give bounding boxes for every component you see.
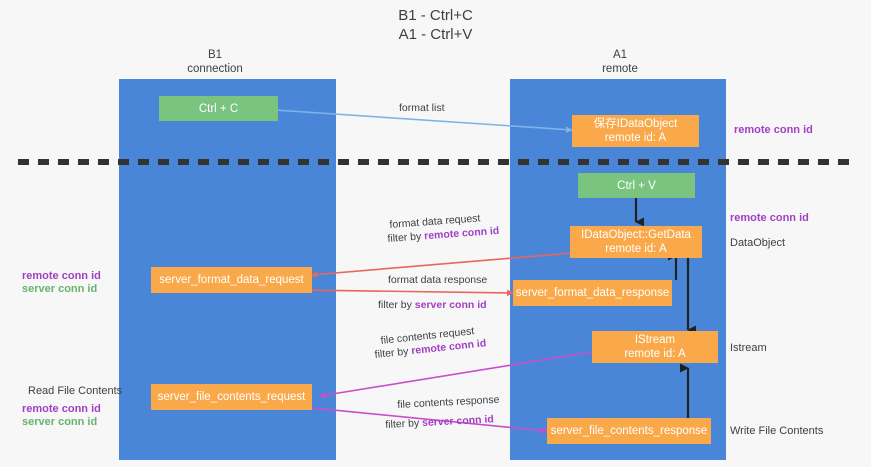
node-store-idataobject[interactable]: 保存IDataObject remote id: A — [572, 115, 699, 147]
node-server-file-contents-request[interactable]: server_file_contents_request — [151, 384, 312, 410]
node-server-format-data-request[interactable]: server_format_data_request — [151, 267, 312, 293]
edge-label-format-data-response: format data response — [388, 274, 488, 286]
filter-key-remote-conn-id: remote conn id — [423, 224, 500, 243]
annotation-right-remote-conn-id-top: remote conn id — [734, 124, 813, 136]
lane-header-a1: A1 remote — [602, 49, 638, 75]
edge-label-file-contents-response: file contents response — [397, 393, 500, 411]
annotation-right-write-file-contents: Write File Contents — [730, 425, 824, 437]
filter-prefix: filter by — [378, 299, 415, 311]
annotation-right-istream: Istream — [730, 342, 767, 354]
annotation-left-remote-conn-id: remote conn id — [22, 270, 101, 282]
node-server-format-data-response[interactable]: server_format_data_response — [513, 280, 672, 306]
node-idataobject-getdata[interactable]: IDataObject::GetData remote id: A — [570, 226, 702, 258]
annotation-left-server-conn-id: server conn id — [22, 283, 98, 295]
node-ctrl-v[interactable]: Ctrl + V — [578, 173, 695, 198]
annotation-left-remote-conn-id-2: remote conn id — [22, 403, 101, 415]
annotation-right-dataobject: DataObject — [730, 237, 786, 249]
filter-prefix: filter by — [385, 417, 423, 431]
lane-header-b1: B1 connection — [187, 49, 243, 75]
annotation-left-server-conn-id-2: server conn id — [22, 416, 98, 428]
edge-label-format-data-response-filter: filter by server conn id — [378, 298, 487, 312]
filter-key-server-conn-id: server conn id — [414, 299, 487, 311]
annotation-left-read-file-contents: Read File Contents — [28, 385, 123, 397]
edge-label-file-contents-response-filter: filter by server conn id — [385, 412, 494, 432]
filter-prefix: filter by — [374, 345, 412, 361]
filter-prefix: filter by — [387, 230, 425, 245]
edge-label-format-list: format list — [399, 102, 445, 114]
node-server-file-contents-response[interactable]: server_file_contents_response — [547, 418, 711, 444]
annotation-right-remote-conn-id-mid: remote conn id — [730, 212, 809, 224]
filter-key-server-conn-id: server conn id — [421, 413, 495, 430]
page-title: B1 - Ctrl+C A1 - Ctrl+V — [398, 7, 473, 43]
node-ctrl-c[interactable]: Ctrl + C — [159, 96, 278, 121]
node-istream[interactable]: IStream remote id: A — [592, 331, 718, 363]
